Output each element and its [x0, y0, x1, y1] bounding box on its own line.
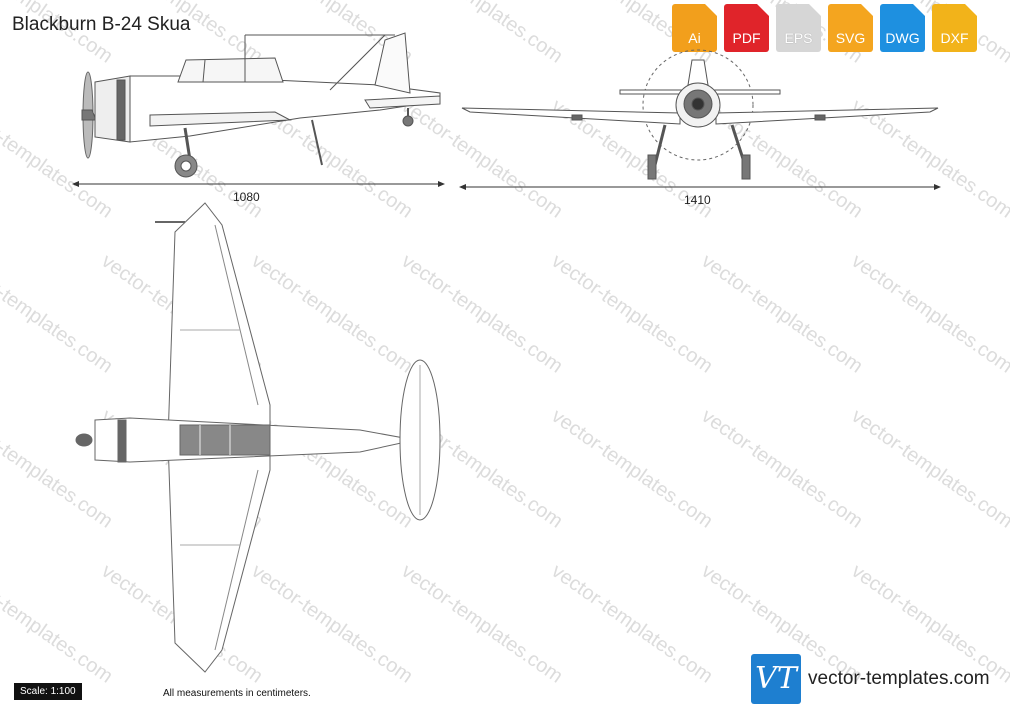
format-badges: Ai PDF EPS SVG DWG DXF [672, 4, 977, 52]
format-label: EPS [784, 30, 813, 46]
length-dimension: 1080 [233, 190, 260, 204]
format-label: SVG [835, 30, 866, 46]
file-svg-icon[interactable]: SVG [828, 4, 873, 52]
page-title: Blackburn B-24 Skua [12, 14, 191, 35]
front-view [461, 49, 939, 180]
site-name[interactable]: vector-templates.com [808, 668, 990, 689]
side-view [81, 32, 441, 178]
file-pdf-icon[interactable]: PDF [724, 4, 769, 52]
file-dxf-icon[interactable]: DXF [932, 4, 977, 52]
file-dwg-icon[interactable]: DWG [880, 4, 925, 52]
file-eps-icon[interactable]: EPS [776, 4, 821, 52]
file-ai-icon[interactable]: Ai [672, 4, 717, 52]
measurement-note: All measurements in centimeters. [163, 688, 311, 699]
top-view [75, 202, 441, 673]
vt-logo[interactable]: VT [751, 654, 801, 704]
scale-label: Scale: 1:100 [14, 683, 82, 700]
wingspan-dimension: 1410 [684, 193, 711, 207]
format-label: Ai [688, 30, 701, 46]
format-label: DXF [940, 30, 969, 46]
format-label: PDF [732, 30, 761, 46]
format-label: DWG [885, 30, 920, 46]
